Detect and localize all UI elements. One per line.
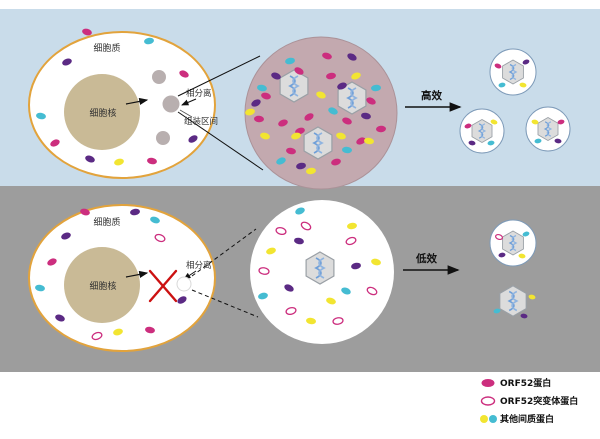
- top-zoom-lines: [177, 55, 264, 171]
- nucleus-label: 细胞核: [89, 107, 116, 119]
- cytoplasm-label: 细胞质: [93, 216, 120, 228]
- bottom-zoom-protein-dots: [258, 207, 381, 325]
- nucleus-arrow: [125, 97, 149, 105]
- top-zoom-protein-dots: [245, 52, 386, 175]
- orf52-mutant-protein-icon: [480, 396, 496, 406]
- assembly-compartments: [152, 70, 180, 145]
- nucleus-label: 细胞核: [89, 280, 116, 292]
- bottom-cell: 细胞质 细胞核 相分离: [28, 204, 216, 352]
- bottom-zoom-lines: [191, 228, 259, 318]
- legend-label: ORF52蛋白: [500, 377, 551, 389]
- other-protein-cyan-icon: [489, 415, 497, 423]
- high-efficiency-label: 高效: [421, 89, 442, 102]
- assembly-zone-label: 组装区间: [184, 116, 218, 127]
- legend-row-orf52: ORF52蛋白: [481, 377, 551, 389]
- top-efficiency: 高效: [405, 89, 462, 112]
- top-virions: [459, 48, 571, 154]
- naked-capsid: [493, 284, 536, 319]
- bottom-efficiency: 低效: [403, 252, 460, 275]
- bottom-virions: [489, 219, 537, 319]
- nucleus-arrow: [125, 270, 149, 278]
- blocked-cross-icon: [148, 269, 178, 303]
- bottom-zoom-circle: [250, 200, 394, 344]
- nucleus: [64, 247, 140, 323]
- failed-compartment: [176, 276, 192, 292]
- phase-separation-label: 相分离: [186, 88, 212, 99]
- legend-row-other-proteins: 其他间质蛋白: [480, 413, 554, 425]
- virion: [459, 108, 505, 154]
- other-protein-yellow-icon: [480, 415, 488, 423]
- nucleus: [64, 74, 140, 150]
- legend-row-orf52-mutant: ORF52突变体蛋白: [480, 395, 578, 407]
- assembly-compartment-zoom: [244, 36, 398, 190]
- phase-separation-label: 相分离: [186, 260, 212, 271]
- bottom-cell-protein-dots: [35, 208, 187, 341]
- top-cell-protein-dots: [36, 28, 198, 166]
- legend: ORF52蛋白 ORF52突变体蛋白 其他间质蛋白: [480, 377, 578, 425]
- assembly-zone-pointer: [179, 109, 193, 118]
- virion: [489, 48, 537, 96]
- virion: [489, 219, 537, 267]
- top-cell: 细胞质 细胞核 相分离 组装区间: [28, 28, 218, 179]
- virion: [525, 106, 571, 152]
- legend-label: ORF52突变体蛋白: [500, 395, 578, 407]
- orf52-protein-icon: [481, 379, 495, 387]
- low-efficiency-label: 低效: [415, 252, 437, 265]
- top-zoom-circle: [244, 36, 398, 190]
- cytoplasm-label: 细胞质: [93, 42, 120, 54]
- phase-separation-arrow: [181, 98, 197, 106]
- legend-label: 其他间质蛋白: [500, 413, 554, 425]
